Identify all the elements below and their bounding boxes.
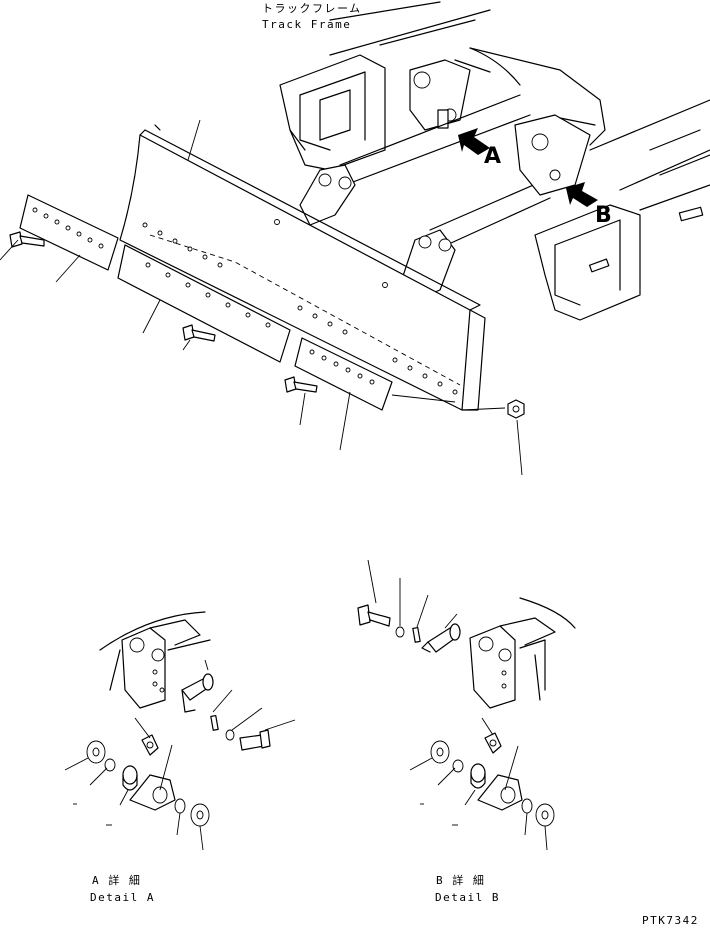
end-bit-left [19,194,119,271]
arrow-a: A [458,128,501,169]
leader-lines-main [0,119,523,476]
end-bit-right [294,337,393,411]
bolt-right [284,376,318,393]
bolt-center [182,324,216,342]
detail-b-label-jp: B 詳 細 [436,873,485,887]
track-frame-title: トラックフレーム Track Frame [262,2,362,31]
drawing-code: PTK7342 [642,914,699,927]
arrow-b-letter: B [595,203,612,228]
track-frame-label-jp: トラックフレーム [262,2,362,15]
nut [507,399,525,419]
dozer-blade [119,124,486,411]
detail-a-caption: A 詳 細 Detail A [90,873,155,904]
arrow-a-letter: A [484,144,501,169]
detail-a-drawing [64,611,296,851]
detail-b-label-en: Detail B [435,891,500,904]
detail-b-drawing [357,559,576,851]
arrow-b: B [566,182,612,228]
blade-bolt-holes [142,222,458,395]
detail-a-label-jp: A 詳 細 [92,873,141,887]
cutting-edge-center [117,244,291,363]
bolt-left [9,231,45,248]
detail-a-label-en: Detail A [90,891,155,904]
track-frame-label-en: Track Frame [262,18,351,31]
detail-b-caption: B 詳 細 Detail B [435,873,500,904]
